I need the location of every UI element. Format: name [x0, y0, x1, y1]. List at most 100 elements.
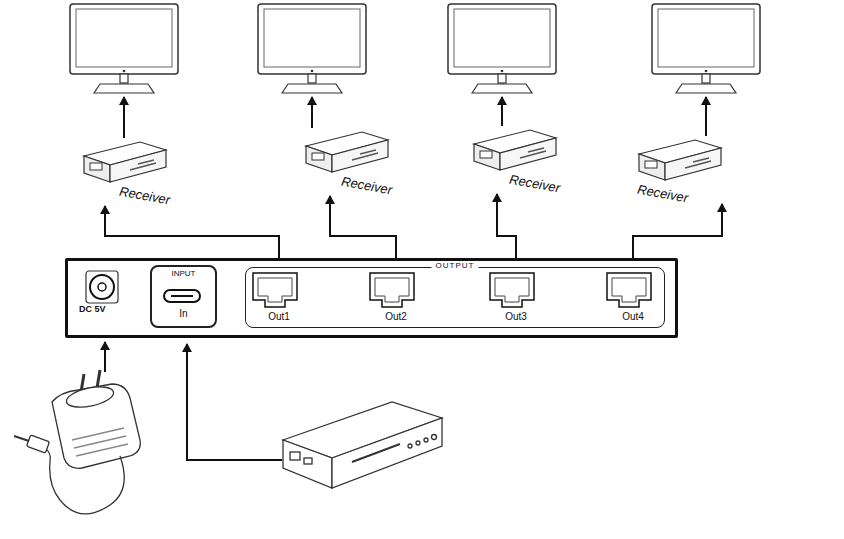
receiver-label: Receiver	[340, 174, 393, 197]
video-arrow	[501, 97, 503, 126]
disc-tray	[352, 444, 400, 462]
rj45-inner	[612, 278, 646, 302]
rj45-inner	[258, 278, 292, 302]
monitor-led	[705, 70, 708, 73]
monitor-neck	[498, 74, 506, 83]
usb-c-tongue	[171, 295, 193, 297]
monitor-led	[311, 70, 314, 73]
adapter-ribs	[72, 428, 128, 456]
rj45-socket	[489, 272, 535, 308]
monitor-frame	[652, 4, 760, 74]
receiver-front	[500, 138, 556, 170]
receiver-label: Receiver	[118, 184, 171, 207]
receiver-unit: Receiver	[302, 128, 394, 196]
monitor-base	[472, 84, 532, 93]
monitor-frame	[70, 4, 178, 74]
receiver-side	[474, 144, 500, 170]
receiver-socket	[90, 163, 102, 170]
barrel-plug	[27, 435, 50, 453]
monitor-base	[282, 84, 342, 93]
monitor-base	[676, 84, 736, 93]
receiver-drawing	[470, 126, 558, 172]
rj45-inner	[375, 278, 409, 302]
port-label: Out1	[250, 311, 308, 322]
rj45-port: Out1	[250, 272, 308, 324]
player-button	[416, 441, 420, 445]
output-port-group: OUTPUTOut1Out2Out3Out4	[245, 267, 665, 328]
rj45-outline	[370, 273, 414, 307]
monitor-led	[123, 70, 126, 73]
player-front	[332, 418, 442, 488]
receiver-side	[639, 154, 665, 180]
rj45-port: Out4	[604, 272, 662, 324]
receiver-drawing	[302, 128, 390, 174]
rj45-inner	[495, 278, 529, 302]
player-side	[283, 440, 332, 488]
adapter-body	[52, 384, 140, 468]
rj45-port: Out2	[367, 272, 425, 324]
receiver-marking	[352, 150, 378, 160]
receiver-label: Receiver	[636, 182, 689, 205]
output-label: OUTPUT	[432, 262, 479, 271]
receiver-front	[110, 150, 166, 182]
adapter-face	[65, 383, 116, 411]
video-arrow	[705, 97, 707, 136]
power-arrow	[104, 342, 106, 372]
dvd-player	[283, 402, 442, 488]
monitor-screen	[264, 9, 360, 67]
rj45-socket	[252, 272, 298, 308]
rj45-socket	[606, 272, 652, 308]
input-label: In	[152, 308, 215, 319]
rj45-port: Out3	[487, 272, 545, 324]
monitor-screen	[76, 9, 172, 67]
panel-label: DC 5V	[79, 305, 106, 315]
splitter-panel: DC 5V INPUT In OUTPUT Out1 Out2 Out3 Out4	[65, 258, 678, 338]
receiver-side	[84, 156, 110, 182]
rj45-outline	[253, 273, 297, 307]
receiver-socket	[312, 153, 324, 160]
source-arrow	[187, 344, 282, 460]
receiver-unit: Receiver	[470, 126, 562, 194]
usb-c-shell	[164, 290, 200, 302]
player-button	[424, 438, 428, 442]
port-label: Out3	[487, 311, 545, 322]
receiver-drawing	[635, 136, 723, 182]
monitor-screen	[658, 9, 754, 67]
input-port-box: INPUT In	[150, 265, 217, 328]
adapter-cable	[50, 456, 125, 514]
dc-jack	[82, 267, 122, 307]
usb-c-port	[162, 287, 202, 305]
receiver-marking	[130, 160, 156, 170]
video-arrow	[123, 97, 125, 138]
port-label: Out4	[604, 311, 662, 322]
rj45-outline	[607, 273, 651, 307]
player-port	[290, 452, 300, 460]
player-port	[304, 458, 312, 464]
monitor-group	[70, 4, 760, 138]
video-arrow	[311, 97, 313, 128]
monitor-neck	[702, 74, 710, 83]
input-label: INPUT	[152, 270, 215, 279]
monitor-frame	[258, 4, 366, 74]
receiver-drawing	[80, 138, 168, 184]
player-button	[408, 444, 412, 448]
receiver-socket	[645, 161, 657, 168]
receiver-unit: Receiver	[635, 136, 727, 204]
dc-jack-ring	[90, 275, 114, 299]
receiver-side	[306, 146, 332, 172]
receiver-front	[665, 148, 721, 180]
receiver-front	[332, 140, 388, 172]
monitor-screen	[454, 9, 550, 67]
monitor-led	[501, 70, 504, 73]
power-adapter	[14, 370, 140, 514]
receiver-label: Receiver	[508, 172, 561, 195]
port-label: Out2	[367, 311, 425, 322]
receiver-socket	[480, 151, 492, 158]
dc-jack-frame	[86, 271, 118, 303]
dc-jack-pin	[98, 283, 106, 291]
player-knob	[432, 435, 437, 440]
monitor-base	[94, 84, 154, 93]
monitor-frame	[448, 4, 556, 74]
receiver-marking	[685, 158, 711, 168]
